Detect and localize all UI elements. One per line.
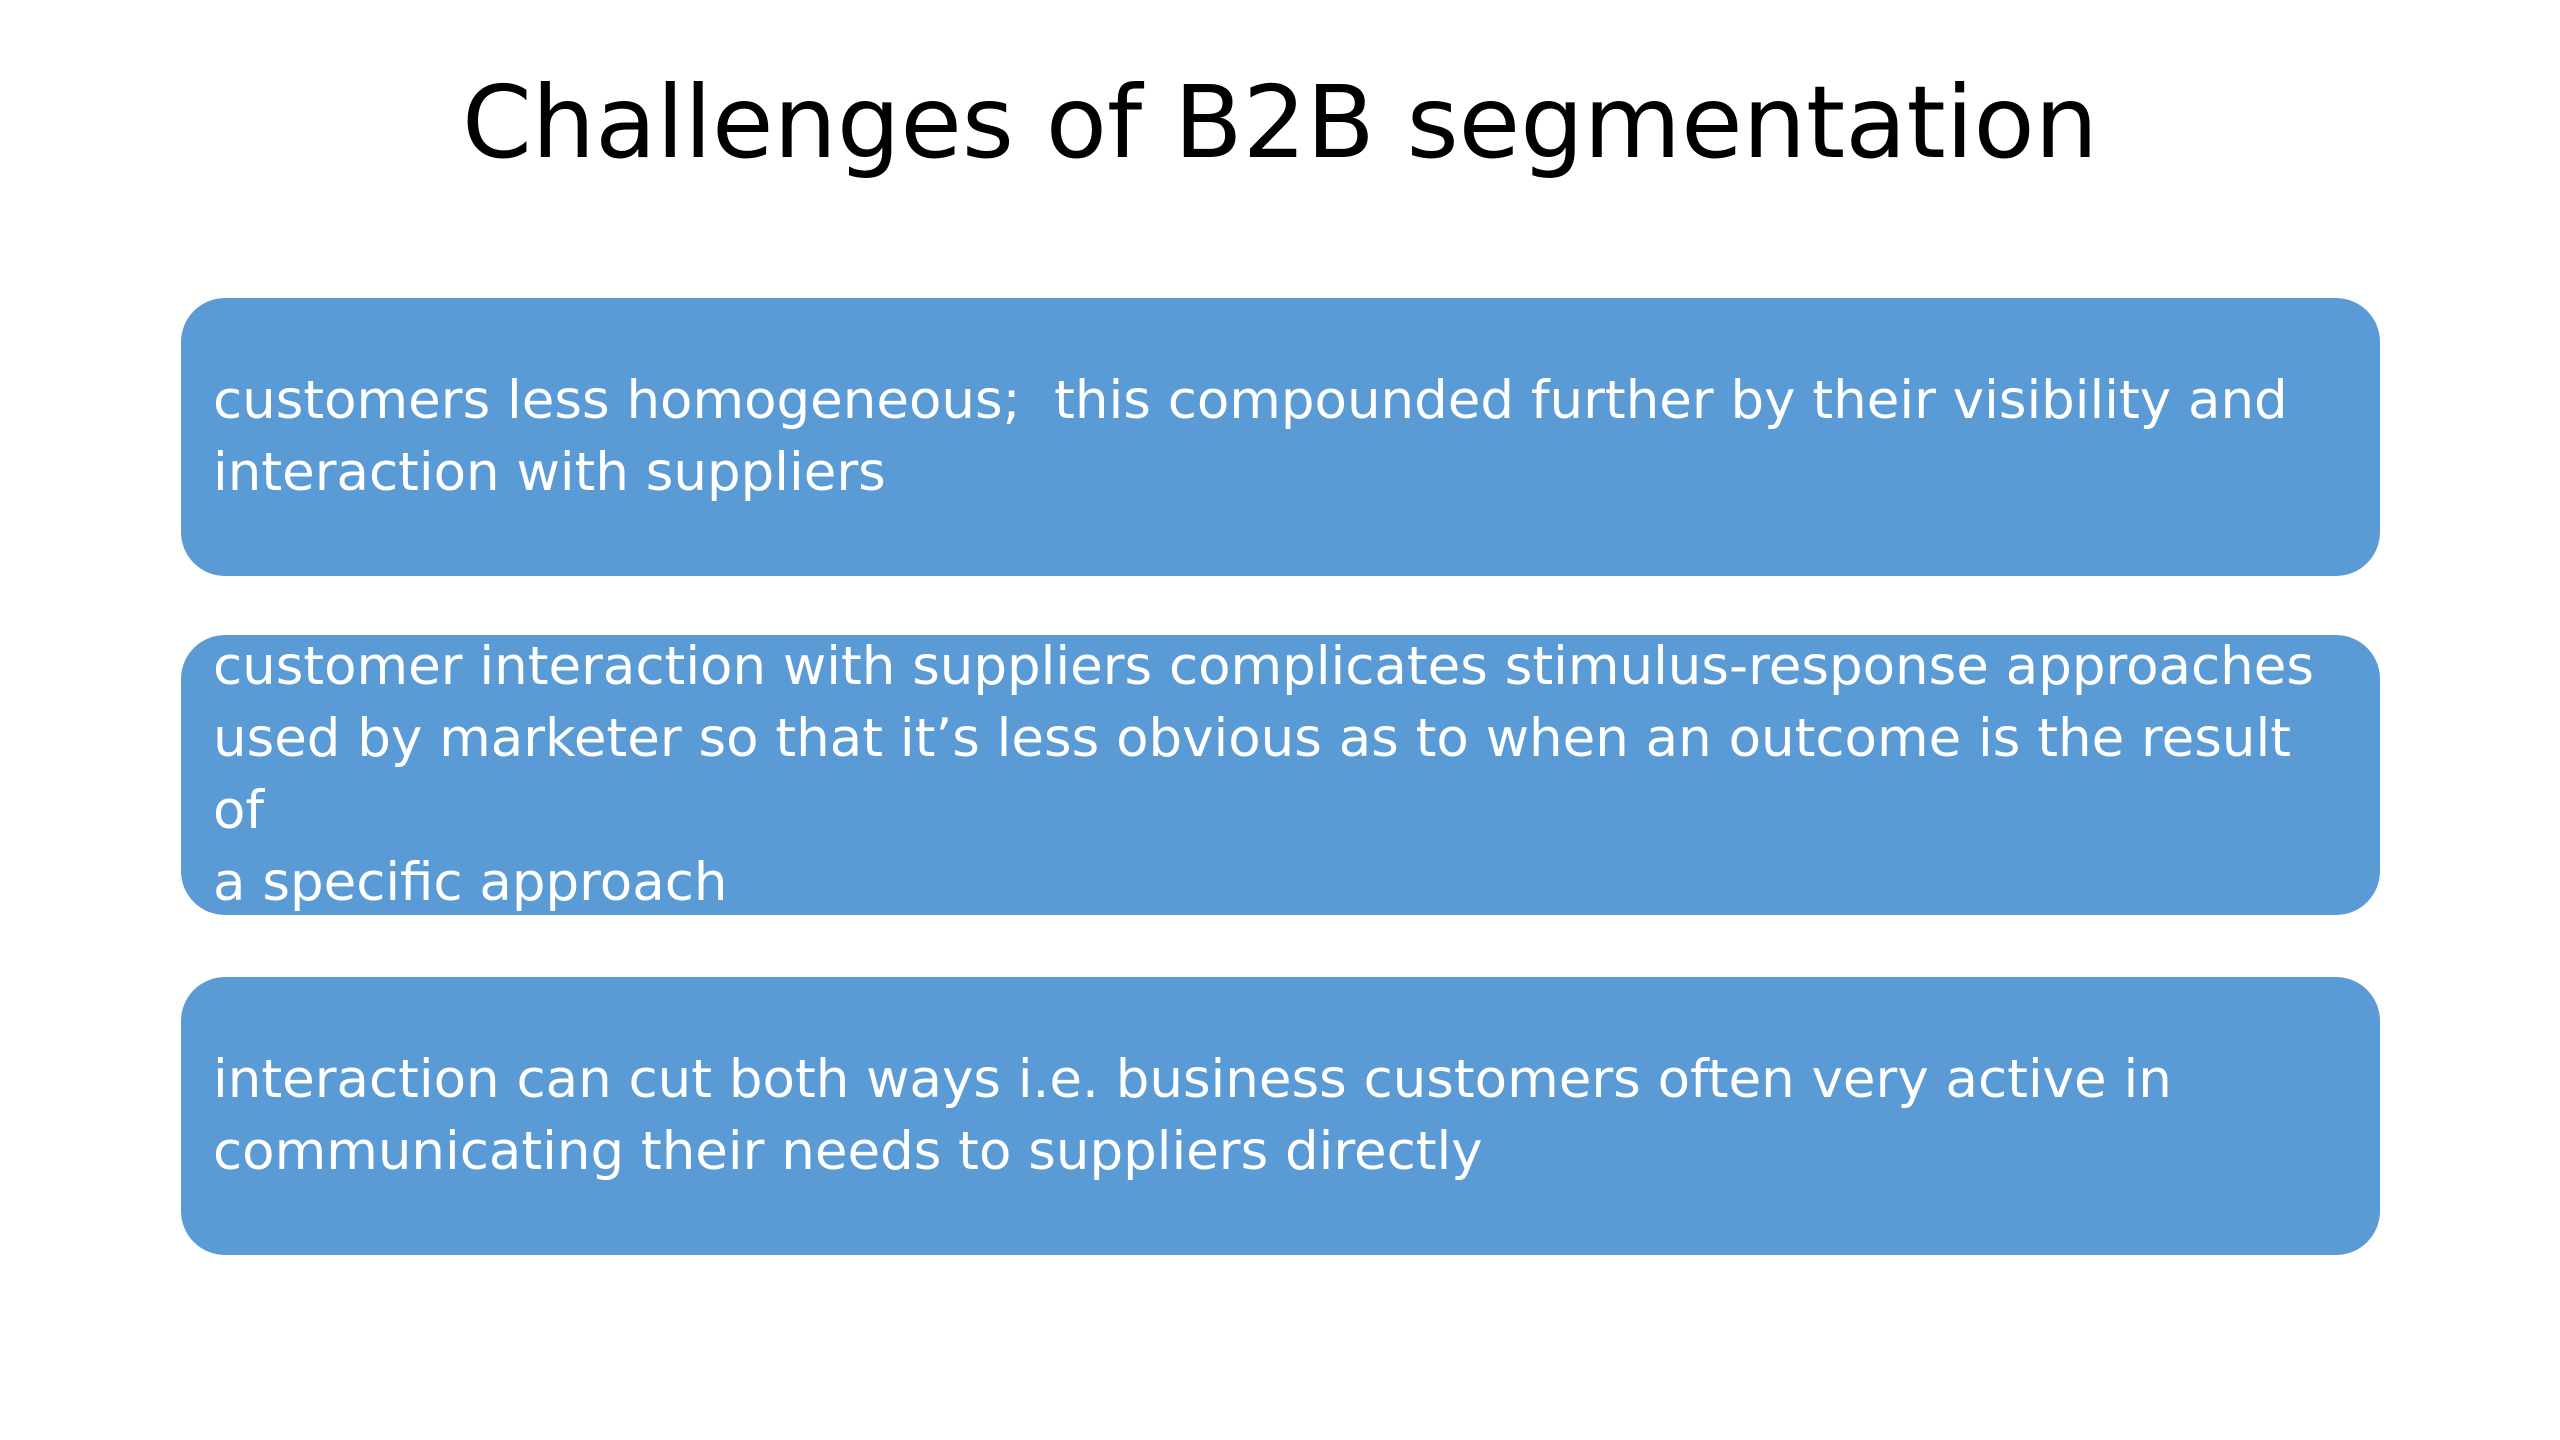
challenge-box-3: interaction can cut both ways i.e. busin… [181,977,2380,1255]
challenge-text-2: customer interaction with suppliers comp… [213,636,2314,913]
challenge-box-2: customer interaction with suppliers comp… [181,635,2380,915]
slide-title: Challenges of B2B segmentation [461,64,2099,181]
challenge-text-3: interaction can cut both ways i.e. busin… [213,1049,2172,1182]
challenge-box-1: customers less homogeneous; this compoun… [181,298,2380,576]
challenge-text-1: customers less homogeneous; this compoun… [213,370,2288,503]
